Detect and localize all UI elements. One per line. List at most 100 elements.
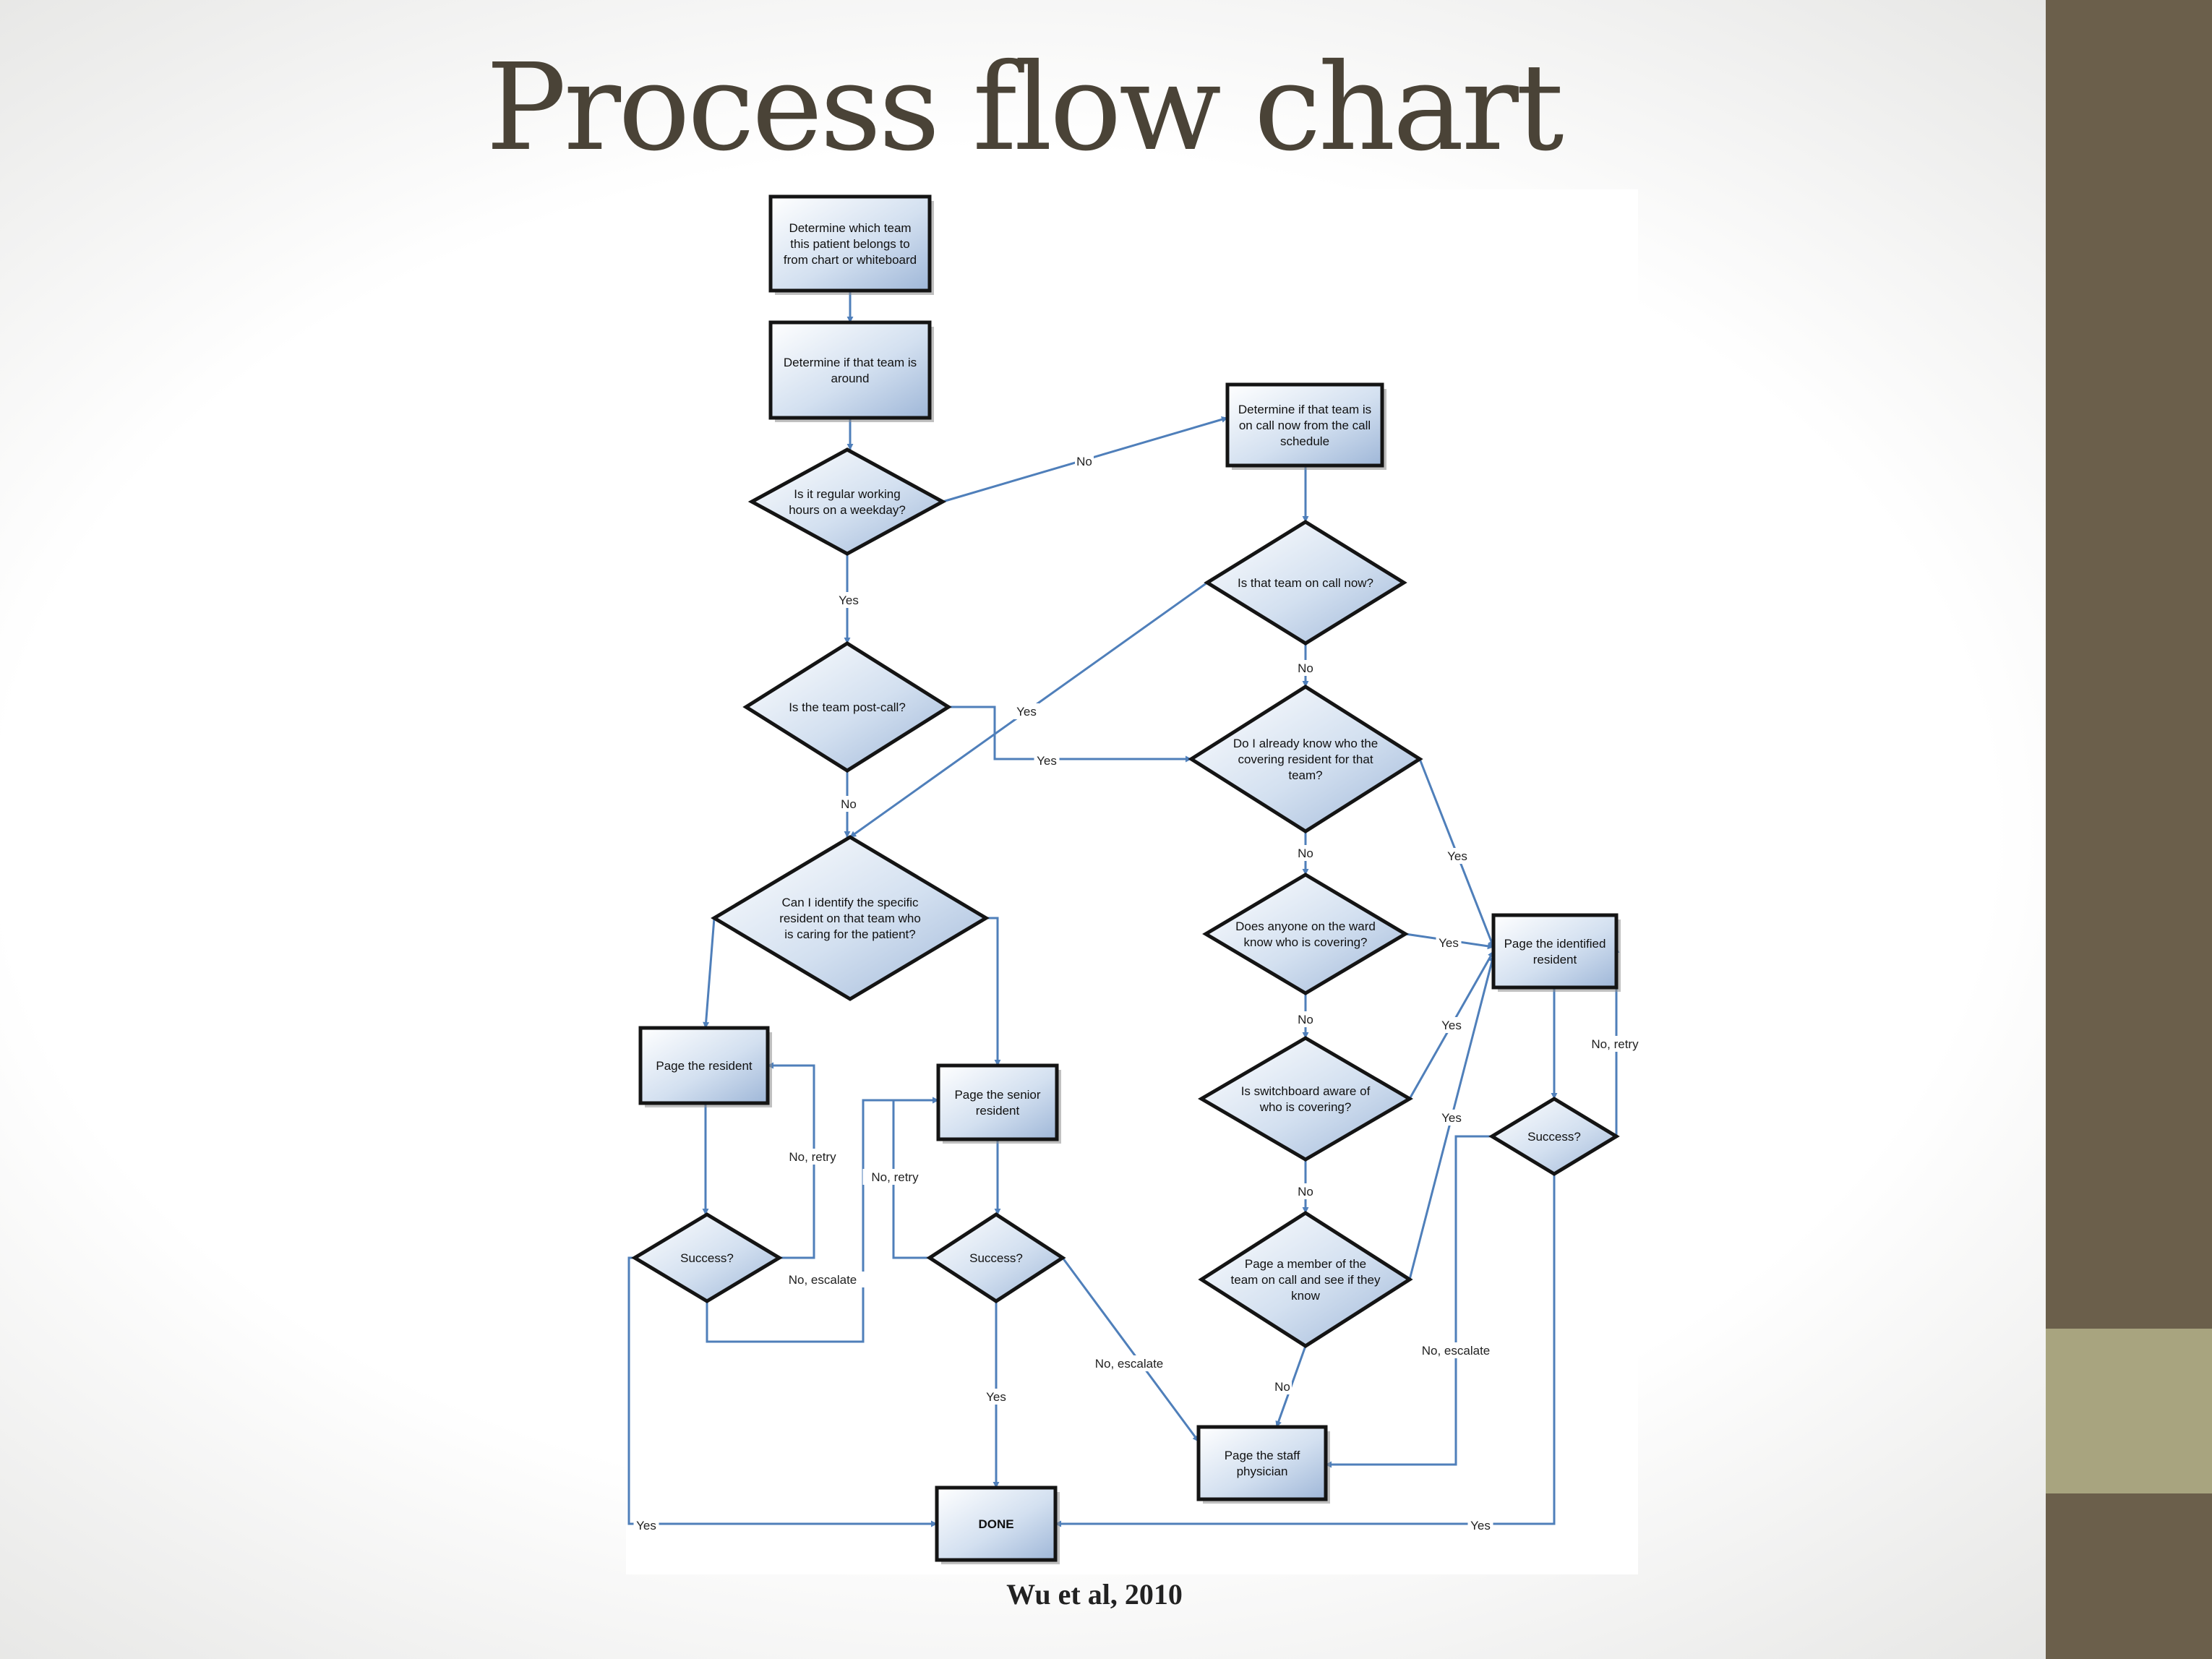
connector-label: No <box>1076 455 1092 468</box>
flow-node-n12: Is that team on call now? <box>1204 520 1407 646</box>
connector-label: Yes <box>839 593 859 607</box>
node-label: Is that team on call now? <box>1238 576 1373 590</box>
node-label: this patient belongs to <box>790 237 909 251</box>
node-label: Determine if that team is <box>784 356 917 369</box>
node-label: Page the senior <box>954 1088 1040 1102</box>
flow-node-n15: Is switchboard aware of who is covering? <box>1198 1036 1413 1162</box>
connector-label: Yes <box>1037 754 1057 768</box>
node-label: Success? <box>969 1251 1023 1265</box>
connector-label: No <box>1298 846 1313 860</box>
decision-diamond <box>1198 1211 1413 1348</box>
accent-block <box>2046 1329 2212 1493</box>
flow-node-n1: Determine which team this patient belongs… <box>768 194 934 295</box>
node-label: know who is covering? <box>1243 935 1367 949</box>
process-box <box>936 1063 1059 1141</box>
node-label: Page the identified <box>1504 937 1606 951</box>
flow-node-n16: Page a member of the team on call and see… <box>1198 1211 1413 1348</box>
connector-label-bg <box>1296 1183 1315 1199</box>
decision-diamond <box>1488 1097 1620 1176</box>
node-label: Page the staff <box>1225 1449 1300 1462</box>
flow-node-n13: Do I already know who the covering reside… <box>1188 685 1423 833</box>
node-label: hours on a weekday? <box>789 503 906 517</box>
connector-label: Yes <box>1441 1019 1462 1032</box>
connector-label-bg <box>836 592 862 608</box>
decision-diamond <box>1198 1036 1413 1162</box>
flow-connector <box>703 917 716 1029</box>
connector-label: Yes <box>1439 936 1459 950</box>
node-label: Page a member of the <box>1245 1257 1366 1271</box>
connector-label: No, retry <box>1591 1037 1639 1051</box>
node-label: covering resident for that <box>1238 753 1373 766</box>
node-label: on call now from the call <box>1239 419 1371 432</box>
connector-label-bg <box>1013 703 1039 719</box>
decision-diamond <box>631 1212 783 1303</box>
connector-label-bg <box>781 1272 865 1287</box>
connector-label-bg <box>780 1149 845 1165</box>
flow-node-n7: Success? <box>631 1212 783 1303</box>
flow-node-n10: DONE <box>935 1486 1060 1564</box>
connector-label: No, escalate <box>1422 1344 1491 1358</box>
flow-node-n6: Page the resident <box>638 1026 772 1107</box>
connector-label-bg <box>1034 753 1060 768</box>
decision-diamond <box>747 447 947 556</box>
flow-connector <box>986 917 1001 1066</box>
connector-label-bg <box>1075 453 1094 469</box>
connector-label: No <box>1298 1013 1313 1026</box>
connector-label: No, retry <box>789 1150 836 1164</box>
connector-label: Yes <box>1447 849 1467 863</box>
node-label: Determine which team <box>789 221 911 235</box>
connector-label-bg <box>1273 1379 1292 1394</box>
connector-label-bg <box>839 796 858 812</box>
node-label: Determine if that team is <box>1238 403 1371 416</box>
flow-connector <box>1325 1135 1492 1468</box>
node-label: from chart or whiteboard <box>784 253 917 267</box>
process-box <box>638 1026 770 1105</box>
connector-label: Yes <box>1470 1519 1491 1532</box>
decision-diamond <box>1204 520 1407 646</box>
decision-diamond <box>711 835 990 1001</box>
node-label: team on call and see if they <box>1231 1273 1381 1287</box>
connector-label-bg <box>1439 1110 1465 1126</box>
process-box <box>1225 382 1384 468</box>
node-label: Success? <box>680 1251 734 1265</box>
connector-label: Yes <box>986 1390 1006 1404</box>
citation: Wu et al, 2010 <box>1006 1578 1183 1611</box>
node-label: team? <box>1288 768 1322 782</box>
connector-label-bg <box>1296 845 1315 861</box>
node-label: Is the team post-call? <box>789 700 906 714</box>
node-label: who is covering? <box>1259 1100 1352 1114</box>
decision-diamond <box>742 641 952 773</box>
connector-label-bg <box>1436 935 1462 951</box>
node-label: Do I already know who the <box>1233 737 1378 750</box>
flow-connector <box>1061 1257 1200 1442</box>
process-box <box>1491 913 1619 990</box>
process-box <box>768 194 932 293</box>
decision-diamond <box>926 1212 1066 1303</box>
node-label: Success? <box>1527 1130 1581 1144</box>
flow-node-n11: Determine if that team is on call now fro… <box>1225 382 1386 470</box>
slide-title: Process flow chart <box>486 38 1564 178</box>
flow-connector <box>706 1097 939 1343</box>
connector-label-bg <box>1296 660 1315 676</box>
node-label: Is switchboard aware of <box>1241 1084 1371 1098</box>
connector-label-bg <box>1582 1036 1647 1052</box>
connector-label-bg <box>1296 1011 1315 1027</box>
connector-label: No <box>1298 1185 1313 1199</box>
connector-label: Yes <box>1016 705 1037 719</box>
node-label: resident on that team who <box>779 912 921 925</box>
connector-label-bg <box>1467 1517 1493 1533</box>
node-label: Is it regular working <box>794 487 900 501</box>
connector-label-bg <box>1414 1342 1498 1358</box>
connector-label-bg <box>983 1389 1009 1405</box>
flow-node-n9: Success? <box>926 1212 1066 1303</box>
connector-label-bg <box>1087 1355 1171 1371</box>
connector-label-bg <box>633 1517 659 1533</box>
process-box <box>935 1486 1058 1562</box>
